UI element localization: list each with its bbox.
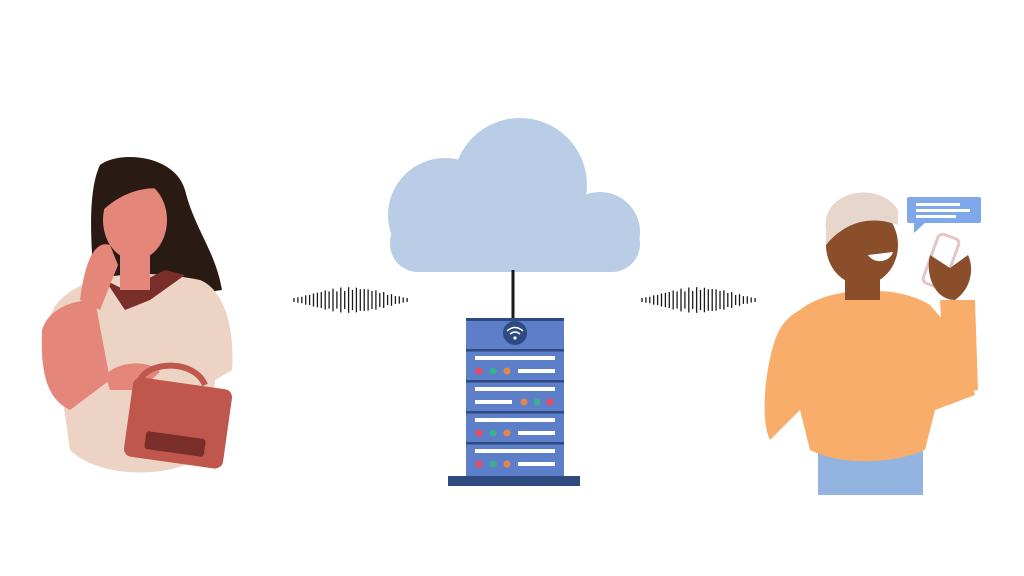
server-unit-bar (475, 400, 512, 404)
cloud-icon (388, 118, 640, 272)
wifi-dot (513, 336, 517, 340)
server-led-orange (503, 460, 511, 468)
server-unit-bar (475, 387, 555, 391)
server-unit-bar (518, 431, 555, 435)
server-unit-bar (475, 449, 555, 453)
server-led-green (489, 367, 497, 375)
server-unit-divider (466, 380, 564, 383)
server-top-edge (466, 318, 564, 321)
chat-bubble-icon (907, 197, 981, 233)
server-led-green (489, 460, 497, 468)
server-unit-divider (466, 349, 564, 352)
server-led-green (489, 429, 497, 437)
server-rack (448, 318, 580, 486)
server-unit-bar (475, 356, 555, 360)
wifi-arcs (506, 326, 524, 335)
server-unit-bar (518, 369, 555, 373)
server-led-red (475, 460, 483, 468)
server-unit-divider (466, 411, 564, 414)
server-unit-divider (466, 442, 564, 445)
server-led-orange (503, 429, 511, 437)
server-led-red (546, 398, 554, 406)
woman-on-phone (41, 157, 233, 473)
sound-wave-left (293, 287, 408, 313)
wifi-icon (503, 321, 527, 345)
server-led-orange (520, 398, 528, 406)
server-led-red (475, 367, 483, 375)
server-led-red (475, 429, 483, 437)
server-led-green (533, 398, 541, 406)
server-base (448, 476, 580, 486)
server-led-orange (503, 367, 511, 375)
server-unit-bar (518, 462, 555, 466)
sound-wave-right (641, 287, 756, 313)
man-on-phone (764, 192, 978, 495)
server-unit-bar (475, 418, 555, 422)
